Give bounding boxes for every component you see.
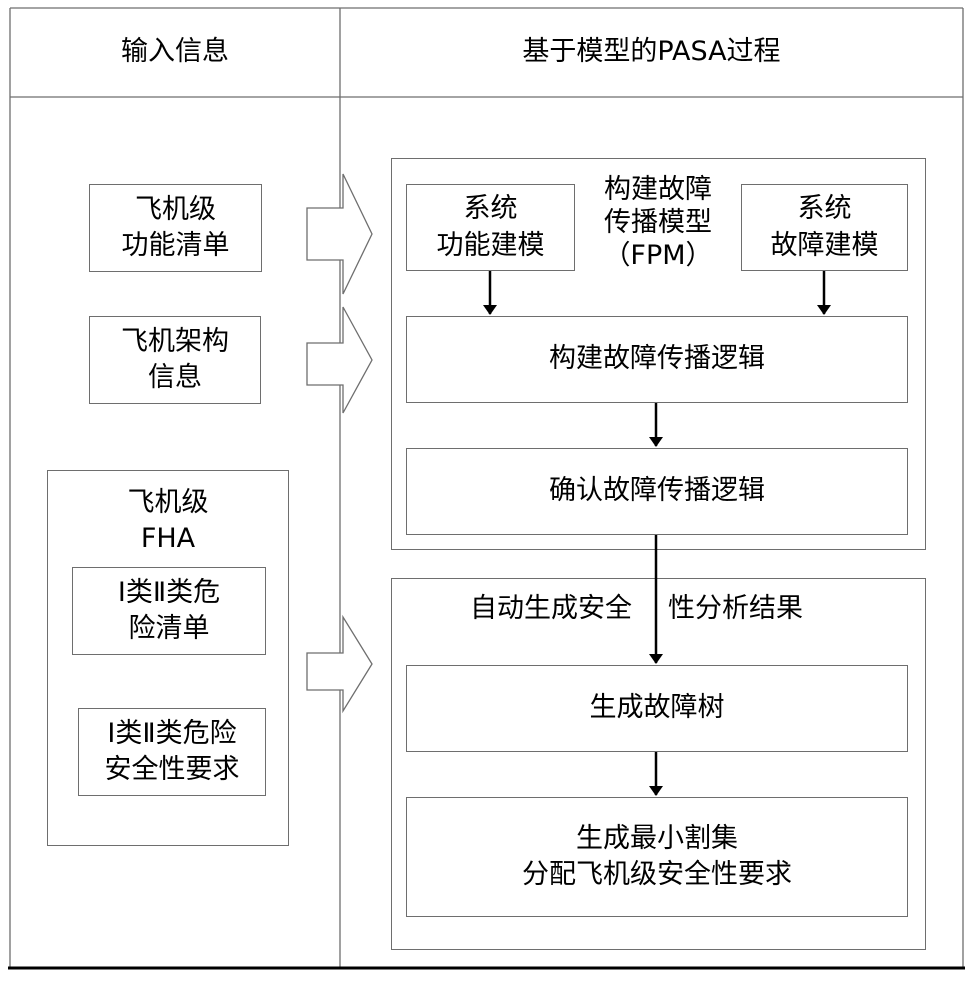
build-propagation-logic-label: 构建故障传播逻辑 <box>549 343 765 375</box>
system-function-modeling-label: 系统 功能建模 <box>436 193 545 261</box>
system-fault-modeling-label: 系统 故障建模 <box>770 193 879 261</box>
generate-fault-tree-box: 生成故障树 <box>406 665 908 752</box>
aircraft-architecture-label: 飞机架构 信息 <box>121 325 229 393</box>
hazard-list-label: Ⅰ类Ⅱ类危 险清单 <box>117 576 221 644</box>
input-arrow-3 <box>306 614 373 714</box>
safety-requirements-label: Ⅰ类Ⅱ类危险 安全性要求 <box>104 717 240 785</box>
fha-group-title: 飞机级 FHA <box>127 487 209 555</box>
input-arrow-1 <box>306 173 373 295</box>
confirm-propagation-logic-box: 确认故障传播逻辑 <box>406 448 908 535</box>
analysis-group-title-part2: 性分析结果 <box>668 593 803 624</box>
table-frame <box>8 7 965 970</box>
fha-group-box: 飞机级 FHA Ⅰ类Ⅱ类危 险清单 Ⅰ类Ⅱ类危险 安全性要求 <box>47 470 289 846</box>
fpm-group-box <box>391 158 926 550</box>
process-column-header: 基于模型的PASA过程 <box>522 36 781 67</box>
fpm-group-title: 构建故障 传播模型 （FPM） <box>603 174 713 271</box>
analysis-group-title-part1: 自动生成安全 <box>470 593 632 624</box>
system-fault-modeling-box: 系统 故障建模 <box>741 184 908 271</box>
input-arrow-2 <box>306 306 373 414</box>
aircraft-function-list-box: 飞机级 功能清单 <box>89 184 262 272</box>
analysis-group-box <box>391 578 926 950</box>
generate-fault-tree-label: 生成故障树 <box>589 692 725 724</box>
build-propagation-logic-box: 构建故障传播逻辑 <box>406 316 908 403</box>
system-function-modeling-box: 系统 功能建模 <box>406 184 575 271</box>
confirm-propagation-logic-label: 确认故障传播逻辑 <box>549 475 765 507</box>
input-column-header: 输入信息 <box>121 36 229 67</box>
aircraft-architecture-box: 飞机架构 信息 <box>89 316 261 404</box>
min-cut-sets-box: 生成最小割集 分配飞机级安全性要求 <box>406 797 908 917</box>
safety-requirements-box: Ⅰ类Ⅱ类危险 安全性要求 <box>78 708 266 796</box>
hazard-list-box: Ⅰ类Ⅱ类危 险清单 <box>72 567 266 655</box>
min-cut-sets-label: 生成最小割集 分配飞机级安全性要求 <box>522 822 792 890</box>
aircraft-function-list-label: 飞机级 功能清单 <box>121 193 230 261</box>
